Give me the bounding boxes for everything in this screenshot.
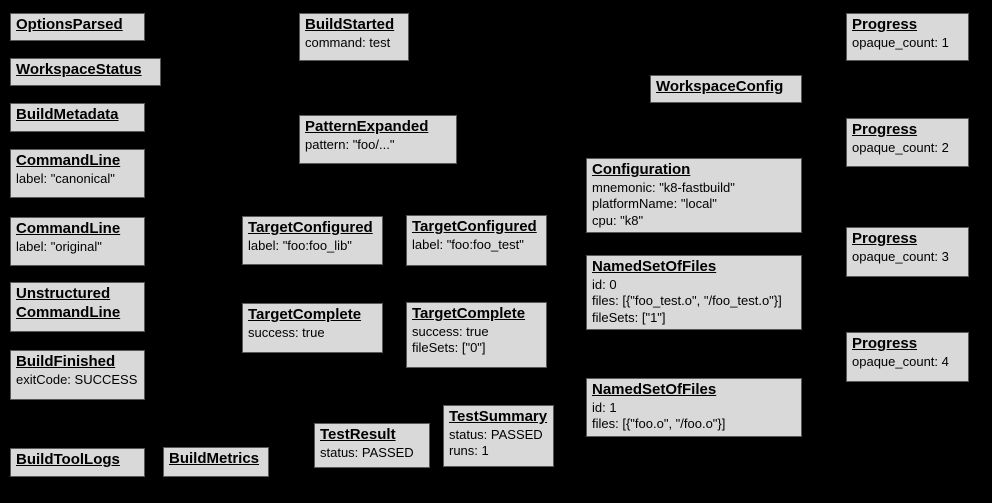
node-attribute: pattern: "foo/..." (305, 136, 395, 152)
node-title: Progress (852, 16, 918, 33)
node-title: WorkspaceStatus (16, 61, 142, 78)
node-title: BuildStarted (305, 16, 395, 33)
node-title: Progress (852, 230, 918, 247)
node-attribute: opaque_count: 2 (852, 139, 949, 155)
node-attribute: opaque_count: 3 (852, 248, 949, 264)
node-title: OptionsParsed (16, 16, 123, 33)
node-title: NamedSetOfFiles (592, 381, 717, 398)
node-attribute: label: "original" (16, 238, 102, 254)
node-attribute: files: [{"foo_test.o", "/foo_test.o"}] (592, 293, 782, 309)
node-attribute: status: PASSED (320, 444, 414, 460)
node-title: TargetConfigured (248, 219, 373, 236)
node-attribute: label: "foo:foo_test" (412, 236, 524, 252)
node-title: WorkspaceConfig (656, 78, 784, 95)
node-attribute: success: true (248, 324, 325, 340)
node-attribute: files: [{"foo.o", "/foo.o"}] (592, 416, 726, 432)
node-title: TargetComplete (248, 306, 362, 323)
options-parsed-node: OptionsParsed (10, 13, 145, 41)
node-title: Configuration (592, 161, 691, 178)
node-title: BuildFinished (16, 353, 116, 370)
node-title: Unstructured CommandLine (16, 285, 121, 321)
node-title: PatternExpanded (305, 118, 429, 135)
build-metadata-node: BuildMetadata (10, 103, 145, 132)
unstructured-command-line-node: Unstructured CommandLine (10, 282, 145, 332)
node-title: Progress (852, 121, 918, 138)
workspace-status-node: WorkspaceStatus (10, 58, 161, 86)
node-attribute: fileSets: ["1"] (592, 310, 666, 325)
node-attribute: opaque_count: 4 (852, 353, 949, 369)
node-attribute: platformName: "local" (592, 196, 717, 212)
node-attribute: success: true (412, 323, 489, 339)
build-tool-logs-node: BuildToolLogs (10, 448, 145, 477)
workspace-config-node: WorkspaceConfig (650, 75, 802, 103)
node-attribute: exitCode: SUCCESS (16, 371, 138, 387)
node-title: BuildToolLogs (16, 451, 120, 468)
node-title: TargetComplete (412, 305, 526, 322)
node-title: BuildMetrics (169, 450, 260, 467)
node-attribute: command: test (305, 34, 391, 50)
node-attribute: runs: 1 (449, 443, 489, 459)
node-title: TestSummary (449, 408, 548, 425)
node-attribute: opaque_count: 1 (852, 34, 949, 50)
node-attribute: cpu: "k8" (592, 213, 644, 228)
node-title: TestResult (320, 426, 396, 443)
node-title: CommandLine (16, 220, 121, 237)
node-attribute: fileSets: ["0"] (412, 340, 486, 356)
node-attribute: status: PASSED (449, 426, 543, 442)
node-title: BuildMetadata (16, 106, 119, 123)
node-attribute: label: "foo:foo_lib" (248, 237, 352, 253)
node-title: TargetConfigured (412, 218, 537, 235)
node-attribute: id: 1 (592, 399, 617, 415)
node-attribute: id: 0 (592, 276, 617, 292)
node-title: CommandLine (16, 152, 121, 169)
node-attribute: label: "canonical" (16, 170, 115, 186)
node-attribute: mnemonic: "k8-fastbuild" (592, 179, 735, 195)
node-title: Progress (852, 335, 918, 352)
build-metrics-node: BuildMetrics (163, 447, 269, 477)
node-title: NamedSetOfFiles (592, 258, 717, 275)
